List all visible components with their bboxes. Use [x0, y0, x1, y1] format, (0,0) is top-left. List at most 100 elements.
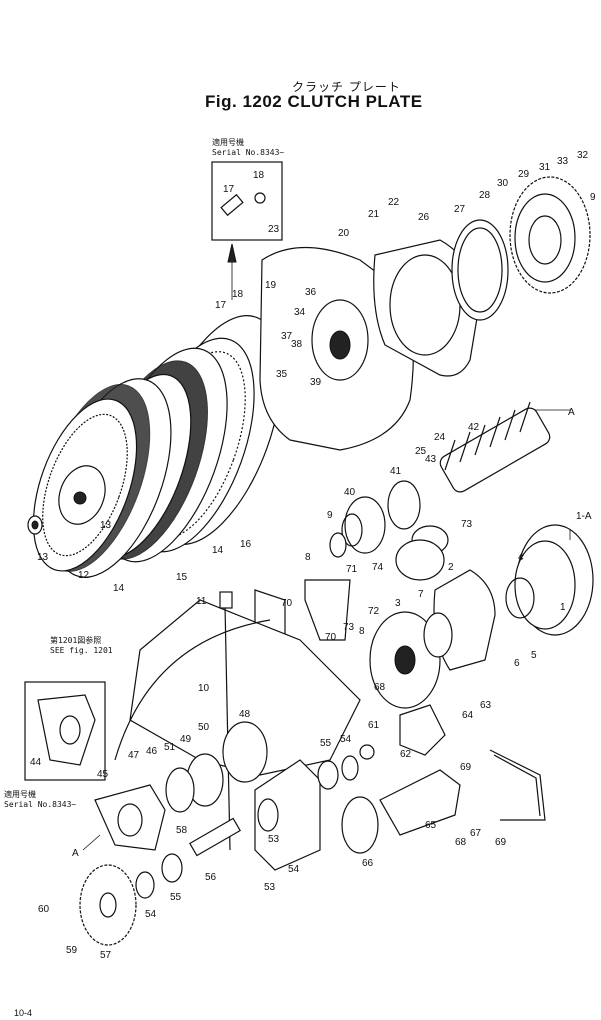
pin-17-inset [220, 193, 244, 217]
label-29: 29 [518, 169, 530, 180]
label-76: 73 [461, 519, 473, 530]
label-66: 66 [362, 858, 374, 869]
label-65: 65 [425, 820, 437, 831]
label-59: 59 [66, 945, 78, 956]
japanese-title: クラッチ プレート [292, 80, 401, 94]
serial-inset-box [211, 161, 283, 241]
label-8: 8 [359, 626, 365, 637]
bearing-carrier-1 [505, 524, 594, 636]
top-note-serial: Serial No.8343~ [212, 148, 285, 157]
bracket-44 [94, 784, 166, 851]
ring-41 [387, 480, 421, 530]
label-24: 24 [434, 432, 446, 443]
label-41: 41 [390, 466, 402, 477]
figure-title: Fig. 1202 CLUTCH PLATE [205, 92, 423, 111]
ring-61 [359, 744, 375, 760]
spring-shaft-42 [439, 401, 551, 493]
label-28: 28 [479, 190, 491, 201]
ref-a-2: A [72, 848, 79, 859]
plate-66 [341, 796, 379, 854]
label-44: 45 [97, 769, 109, 780]
left-inset-box [24, 681, 106, 781]
bracket-44-inset [37, 694, 96, 766]
case-lower [129, 599, 361, 776]
label-10: 12 [78, 570, 90, 581]
label-13: 11 [196, 596, 207, 607]
label-74: 72 [368, 606, 380, 617]
label-31: 31 [539, 162, 551, 173]
bearing-7 [423, 612, 453, 658]
inset-arrow [227, 243, 237, 263]
label-20: 20 [338, 228, 350, 239]
label-25: 25 [415, 446, 427, 457]
bracket-71 [304, 579, 351, 641]
ring-27 [451, 219, 509, 321]
label-18: 18 [232, 289, 244, 300]
label-37: 37 [281, 331, 293, 342]
label-16: 16 [240, 539, 252, 550]
page-number: 10-4 [14, 1008, 33, 1018]
see-note-text: SEE fig. 1201 [50, 646, 113, 655]
label-14-a: 14 [113, 583, 125, 594]
label-12: 10 [198, 683, 210, 694]
washer-18-inset [254, 192, 266, 204]
label-64: 64 [462, 710, 474, 721]
label-55: 55 [320, 738, 332, 749]
label-33: 33 [557, 156, 569, 167]
hub-51 [254, 759, 321, 871]
label-11b: 13 [37, 552, 49, 563]
label-22: 22 [388, 197, 400, 208]
label-56: 56 [205, 872, 217, 883]
label-63: 63 [480, 700, 492, 711]
ring-gear-30 [509, 176, 591, 294]
pipe-69 [489, 749, 546, 821]
label-48: 49 [180, 734, 192, 745]
valve-62 [399, 704, 446, 756]
label-42: 42 [468, 422, 480, 433]
ring-50 [165, 767, 195, 813]
label-32: 32 [577, 150, 589, 161]
label-5: 5 [531, 650, 537, 661]
label-67: 67 [470, 828, 482, 839]
label-39: 39 [310, 377, 322, 388]
label-52: 53 [264, 882, 276, 893]
label-54: 54 [340, 734, 352, 745]
bottom-note-jp: 適用号機 [4, 790, 36, 799]
label-70: 68 [374, 682, 386, 693]
shaft-65 [379, 769, 461, 836]
part-numbers: 17 18 17 18 19 23 20 21 22 26 27 28 30 2… [30, 150, 596, 961]
label-1-a: 1-A [576, 511, 592, 522]
label-3: 3 [395, 598, 401, 609]
gear-57 [79, 864, 137, 946]
bottom-note-serial: Serial No.8343~ [4, 800, 77, 809]
top-note-jp: 適用号機 [212, 138, 244, 147]
label-18-inset: 18 [253, 170, 265, 181]
label-71: 70 [325, 632, 337, 643]
label-17: 17 [215, 300, 227, 311]
ring-8-upper [329, 532, 347, 558]
label-8-upper: 8 [305, 552, 311, 563]
pin-13 [219, 591, 233, 609]
label-36: 36 [305, 287, 317, 298]
label-50: 51 [164, 742, 176, 753]
label-69: 69 [495, 837, 507, 848]
label-26: 26 [418, 212, 430, 223]
label-53: 54 [288, 864, 300, 875]
label-21: 21 [368, 209, 380, 220]
ring-54 [341, 755, 359, 781]
label-49: 50 [198, 722, 210, 733]
ring-77 [395, 539, 445, 581]
label-77: 74 [372, 562, 384, 573]
label-35: 35 [276, 369, 288, 380]
see-note-jp: 第1201図参照 [50, 636, 102, 645]
label-45: 46 [146, 746, 158, 757]
label-70b: 69 [460, 762, 472, 773]
label-7: 7 [418, 589, 424, 600]
cable-12 [114, 619, 271, 761]
label-11: 13 [100, 520, 112, 531]
label-61: 61 [368, 720, 380, 731]
label-68: 68 [455, 837, 467, 848]
label-34: 34 [294, 307, 306, 318]
label-44-inset: 44 [30, 757, 42, 768]
